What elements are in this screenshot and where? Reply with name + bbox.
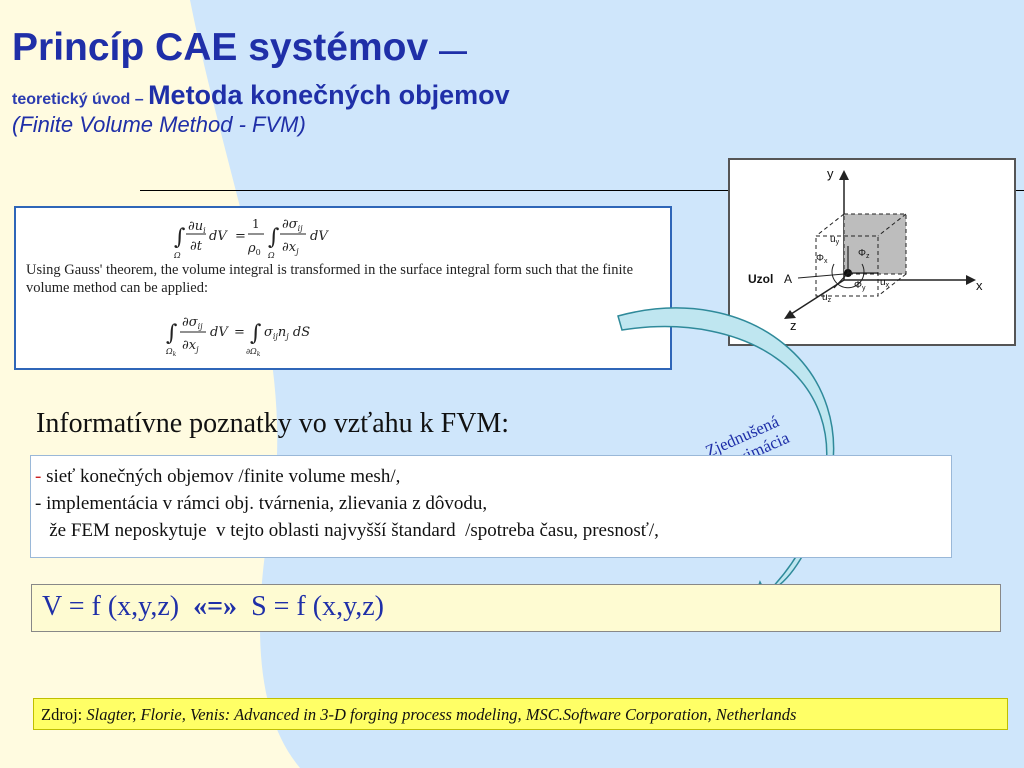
svg-text:dV: dV	[210, 325, 229, 340]
bullet-item: že FEM neposkytuje v tejto oblasti najvy…	[35, 520, 659, 541]
source-text: Slagter, Florie, Venis: Advanced in 3-D …	[86, 705, 797, 724]
svg-text:=: =	[234, 325, 245, 340]
uz-label: uz	[822, 292, 832, 304]
formula-note: Using Gauss' theorem, the volume integra…	[26, 262, 634, 296]
svg-text:∂σij: ∂σij	[282, 217, 303, 233]
info-bullets: - sieť konečných objemov /finite volume …	[30, 455, 952, 558]
svg-text:∂Ωk: ∂Ωk	[246, 347, 261, 358]
svg-text:∫: ∫	[268, 225, 280, 250]
page-subtitle: teoretický úvod – Metoda konečných objem…	[12, 80, 510, 111]
svg-text:Ω: Ω	[173, 251, 181, 260]
title-dash: —	[439, 35, 467, 66]
shaded-face	[844, 214, 906, 274]
node-label: Uzol	[748, 272, 773, 286]
svg-text:dV: dV	[209, 229, 228, 244]
svg-text:dV: dV	[310, 229, 329, 244]
phix-label: Φx	[816, 253, 828, 265]
z-axis-line	[787, 279, 845, 317]
z-axis-arrowhead	[784, 310, 796, 319]
header-divider	[140, 190, 1024, 191]
svg-text:∫: ∫	[166, 321, 178, 346]
page-title: Princíp CAE systémov —	[12, 26, 467, 70]
subtitle-english: (Finite Volume Method - FVM)	[12, 112, 306, 137]
source-label: Zdroj:	[41, 705, 83, 724]
node-letter: A	[784, 272, 792, 286]
svg-text:∂xj: ∂xj	[282, 240, 299, 256]
bullet-item: - sieť konečných objemov /finite volume …	[35, 466, 401, 487]
svg-text:1: 1	[252, 217, 260, 231]
svg-text:∂xj: ∂xj	[182, 338, 199, 354]
svg-text:ρ0: ρ0	[247, 241, 261, 257]
svg-text:∫: ∫	[174, 225, 186, 250]
svg-text:=: =	[235, 229, 246, 244]
formula-equations: ∫ Ω ∂ui ∂t dV = 1 ρ0 ∫ Ω ∂σij ∂xj dV ∫ Ω…	[165, 217, 329, 358]
uy-label: uy	[830, 234, 840, 246]
x-axis-arrowhead	[966, 275, 976, 285]
equation-left: V = f (x,y,z)	[42, 591, 180, 622]
info-heading: Informatívne poznatky vo vzťahu k FVM:	[36, 408, 510, 439]
z-axis-label: z	[790, 318, 797, 333]
equation-right: S = f (x,y,z)	[251, 591, 385, 622]
source-citation: Zdroj: Slagter, Florie, Venis: Advanced …	[33, 698, 1008, 730]
equation-operator: «=»	[193, 591, 238, 622]
phiy-label: Φy	[854, 280, 866, 292]
svg-text:∂ui: ∂ui	[188, 219, 206, 235]
control-volume-diagram: y x z Uzol A uy ux uz Φx Φy Φz	[728, 158, 1016, 346]
x-axis-label: x	[976, 278, 983, 293]
formula-box: ∫ Ω ∂ui ∂t dV = 1 ρ0 ∫ Ω ∂σij ∂xj dV ∫ Ω…	[14, 206, 672, 370]
svg-text:Ω: Ω	[267, 251, 275, 260]
ux-label: ux	[880, 277, 890, 289]
title-main-text: Princíp CAE systémov	[12, 26, 429, 69]
y-axis-label: y	[827, 166, 834, 181]
bullet-item: - implementácia v rámci obj. tvárnenia, …	[35, 493, 488, 514]
svg-text:σijnj dS: σijnj dS	[264, 325, 310, 341]
phiz-label: Φz	[858, 248, 870, 260]
svg-text:∂t: ∂t	[190, 239, 203, 254]
svg-text:∂σij: ∂σij	[182, 315, 203, 331]
subtitle-small: teoretický úvod –	[12, 91, 144, 108]
svg-text:∫: ∫	[250, 321, 262, 346]
volume-surface-equation: V = f (x,y,z) «=» S = f (x,y,z)	[31, 584, 1001, 632]
y-axis-arrowhead	[839, 170, 849, 180]
svg-text:Ωk: Ωk	[165, 347, 177, 358]
subtitle-big: Metoda konečných objemov	[148, 80, 510, 110]
